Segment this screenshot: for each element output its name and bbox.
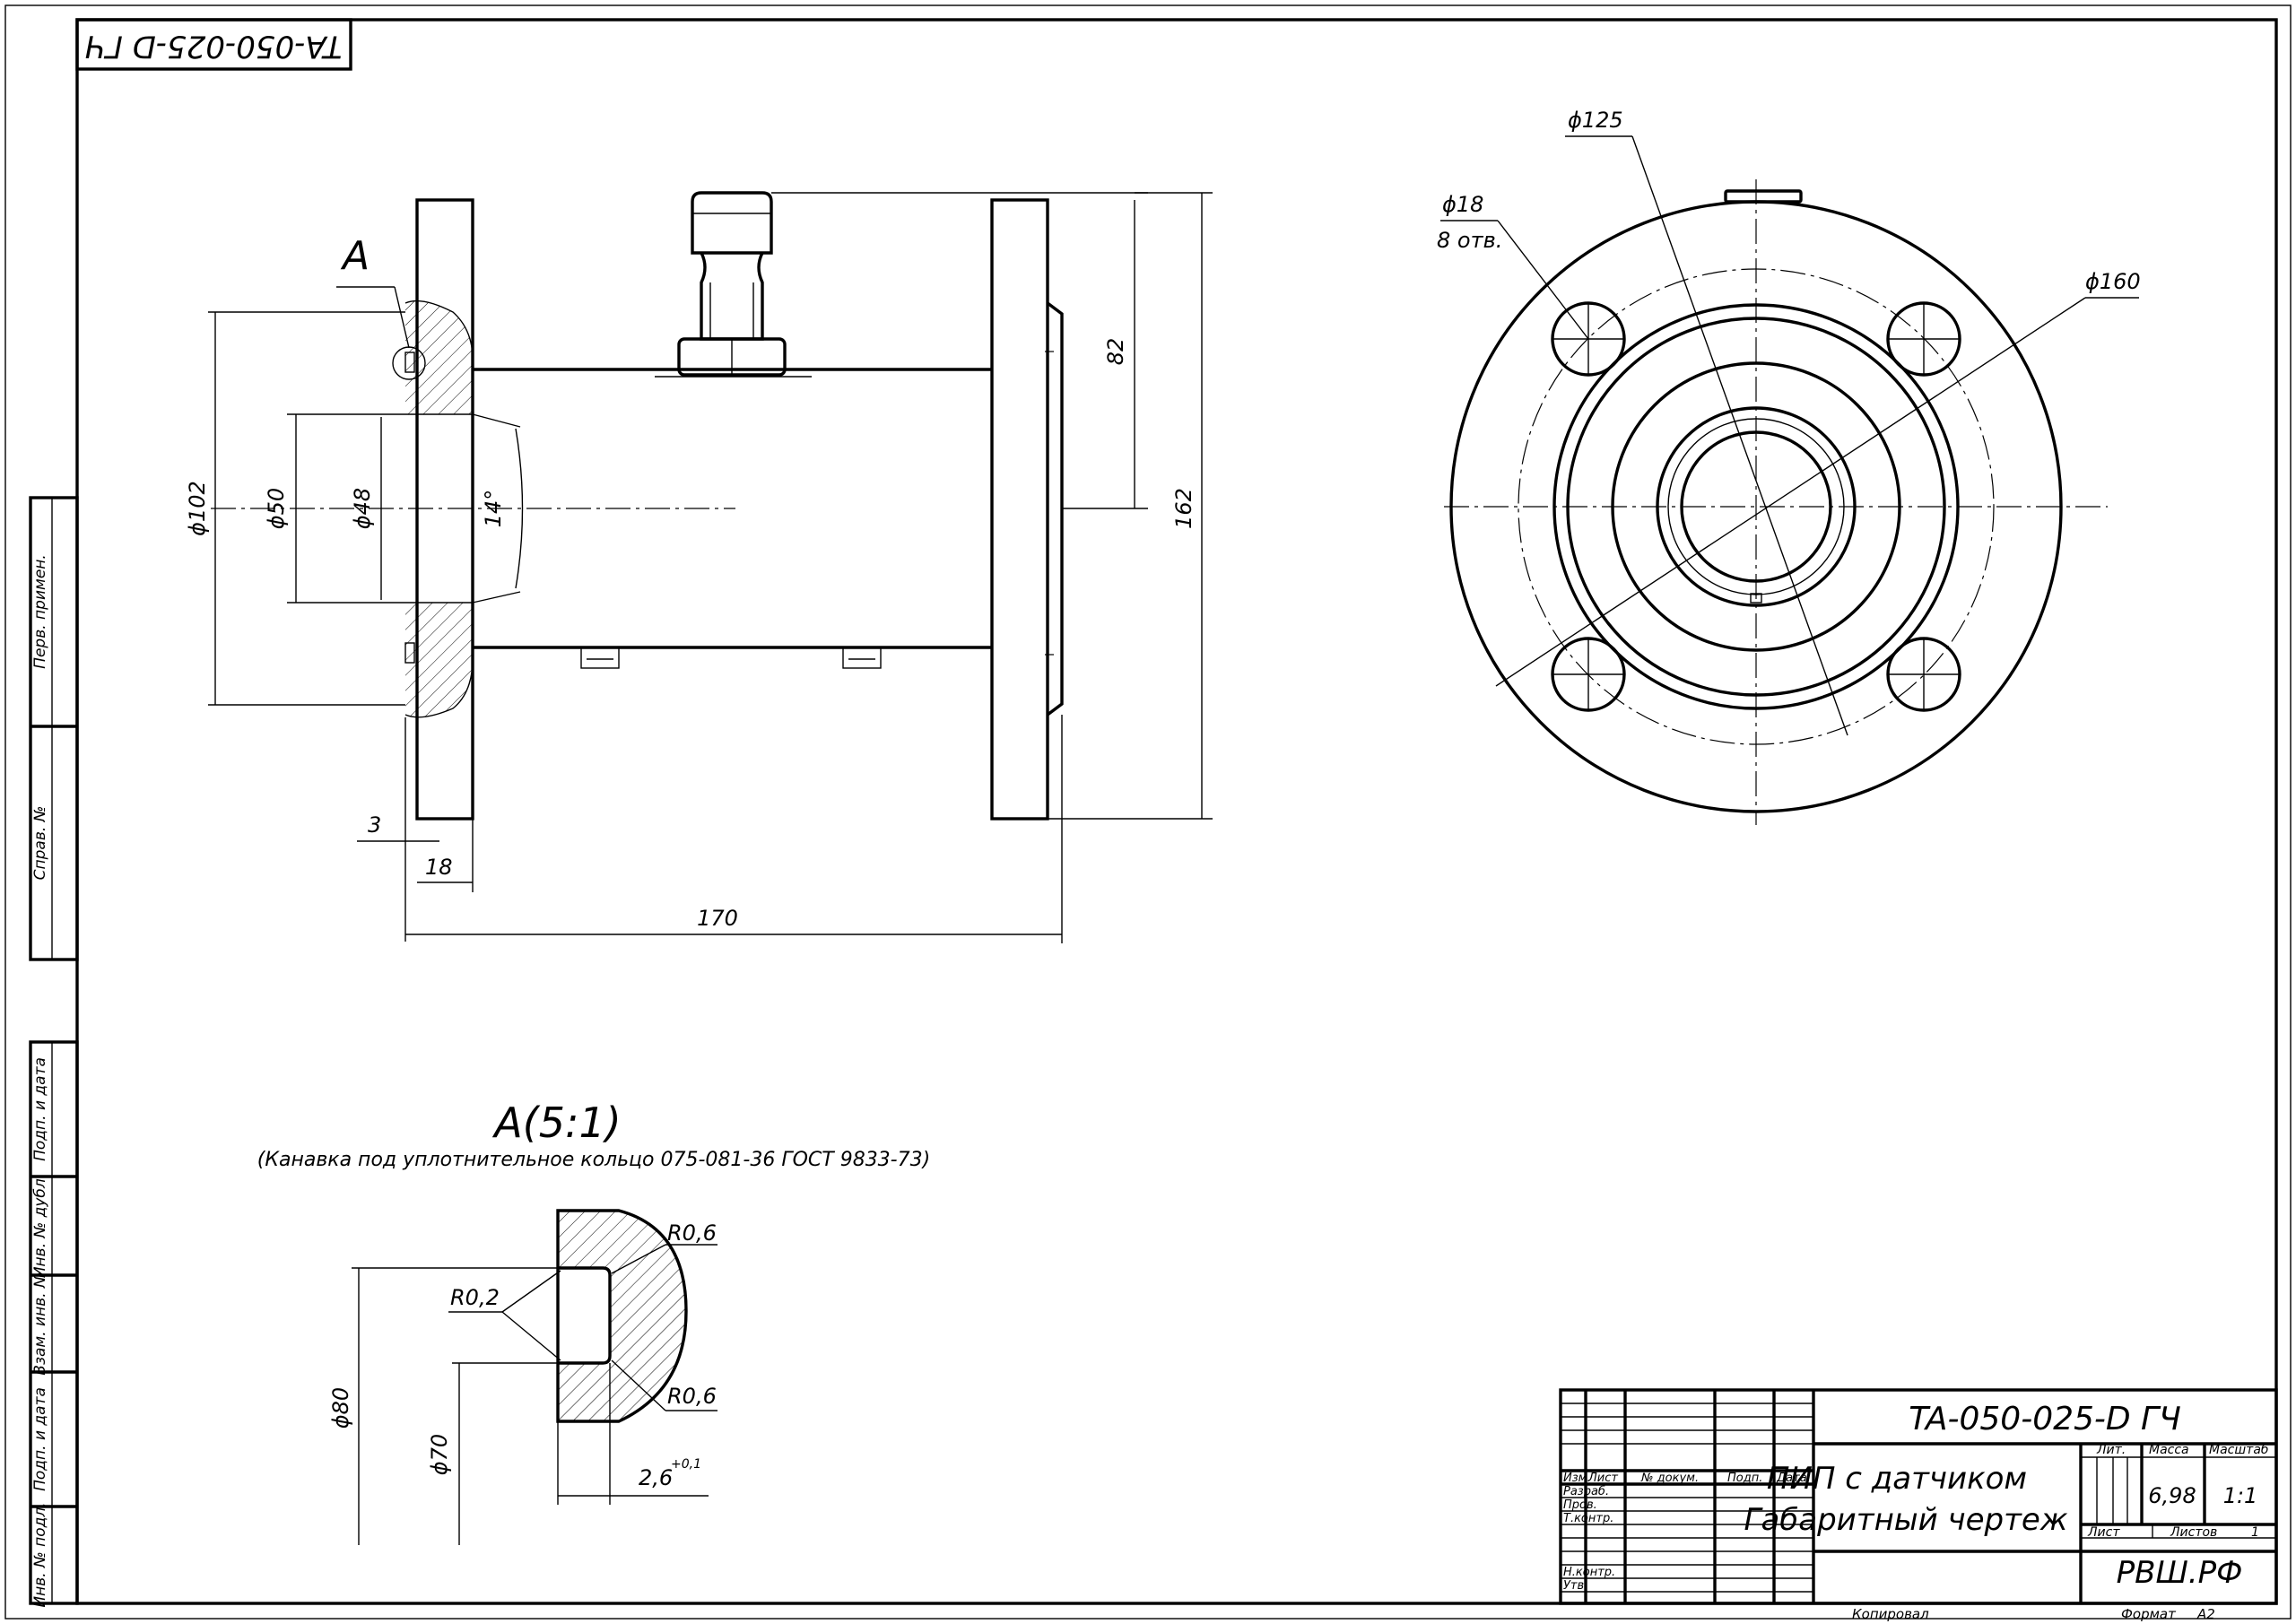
dim-d18-holes: ϕ18 [1442, 192, 1483, 217]
mirrored-designation-stamp: TA-050-025-D ГЧ [75, 18, 352, 71]
detail-tolerance: +0,1 [671, 1457, 701, 1472]
col-izm: Изм. [1563, 1472, 1591, 1485]
mass-value: 6,98 [2148, 1483, 2196, 1508]
row-nkontr: Н.контр. [1563, 1566, 1615, 1579]
detail-subtitle: (Канавка под уплотнительное кольцо 075-0… [257, 1149, 930, 1171]
right-flange [990, 198, 1049, 821]
scale-header: Масштаб [2209, 1443, 2269, 1457]
detail-r06-top: R0,6 [667, 1220, 717, 1246]
side-strip-upper: Перв. примен. Справ. № [29, 496, 79, 961]
lit-header: Лит. [2096, 1443, 2126, 1457]
upper-seal-section [405, 300, 474, 414]
dim-170: 170 [697, 906, 738, 931]
detail-r02: R0,2 [450, 1285, 500, 1310]
left-flange [415, 198, 474, 821]
footer-copied: Копировал [1852, 1606, 1929, 1622]
detail-d70: ϕ70 [427, 1434, 452, 1475]
dim-d160: ϕ160 [2085, 269, 2141, 294]
detail-title: A(5:1) [491, 1099, 621, 1147]
strip-inv-dubl: Инв. № дубл. [31, 1174, 49, 1278]
designation: TA-050-025-D ГЧ [1909, 1401, 2181, 1437]
stamp-text: TA-050-025-D ГЧ [85, 29, 343, 65]
dim-8-holes: 8 отв. [1437, 228, 1502, 253]
detail-r06-bottom: R0,6 [667, 1384, 717, 1409]
name-line-1: ПИП с датчиком [1767, 1461, 2027, 1497]
footer-format-label: Формат [2121, 1606, 2177, 1622]
name-line-2: Габаритный чертеж [1744, 1502, 2068, 1538]
strip-podp-data-1: Подп. и дата [31, 1057, 49, 1161]
sheets-label: Листов [2170, 1525, 2217, 1540]
org-name: РВШ.РФ [2117, 1555, 2243, 1591]
dim-d102: ϕ102 [185, 481, 210, 536]
strip-podp-data-2: Подп. и дата [31, 1387, 49, 1491]
detail-a-view: A(5:1) (Канавка под уплотнительное кольц… [257, 1099, 930, 1545]
dim-d125: ϕ125 [1568, 108, 1623, 133]
title-block: Изм. Лист № докум. Подп. Дата Разраб. Пр… [1559, 1388, 2278, 1605]
detail-d80: ϕ80 [328, 1387, 353, 1429]
strip-inv-podl: Инв. № подл. [31, 1502, 49, 1607]
strip-perv-primen: Перв. примен. [31, 554, 49, 669]
sheets-count: 1 [2251, 1525, 2259, 1540]
strip-vzam-inv: Взам. инв. № [31, 1272, 49, 1375]
sheet-edge [4, 4, 2292, 1620]
drawing-frame [75, 18, 2278, 1605]
front-view: A ϕ102 ϕ50 ϕ48 14° 82 162 3 [185, 191, 1213, 943]
col-doc: № докум. [1640, 1472, 1699, 1485]
sheet-label: Лист [2087, 1525, 2120, 1540]
dim-82: 82 [1103, 338, 1128, 366]
dim-d50: ϕ50 [264, 488, 289, 529]
strip-sprav-no: Справ. № [31, 806, 49, 881]
side-strip-lower: Подп. и дата Инв. № дубл. Взам. инв. № П… [29, 1040, 79, 1608]
col-date: Дата [1776, 1472, 1807, 1485]
col-list: Лист [1587, 1472, 1618, 1485]
dim-angle-14: 14° [481, 490, 506, 528]
detail-width: 2,6 [639, 1465, 673, 1490]
dim-d48: ϕ48 [350, 488, 375, 529]
end-view: ϕ125 ϕ18 8 отв. ϕ160 [1437, 108, 2141, 825]
scale-value: 1:1 [2223, 1483, 2258, 1508]
row-prov: Пров. [1563, 1498, 1597, 1512]
col-podp: Подп. [1727, 1472, 1762, 1485]
dim-18: 18 [425, 855, 453, 880]
row-tkontr: Т.контр. [1563, 1512, 1613, 1525]
dim-3: 3 [368, 812, 381, 838]
sensor-fitting [655, 191, 812, 378]
footer-format-value: A2 [2196, 1606, 2215, 1622]
dim-162: 162 [1171, 488, 1196, 529]
mass-header: Масса [2149, 1443, 2189, 1457]
section-marker-a: A [340, 233, 370, 279]
row-utv: Утв. [1563, 1579, 1587, 1593]
row-razrab: Разраб. [1563, 1485, 1609, 1498]
